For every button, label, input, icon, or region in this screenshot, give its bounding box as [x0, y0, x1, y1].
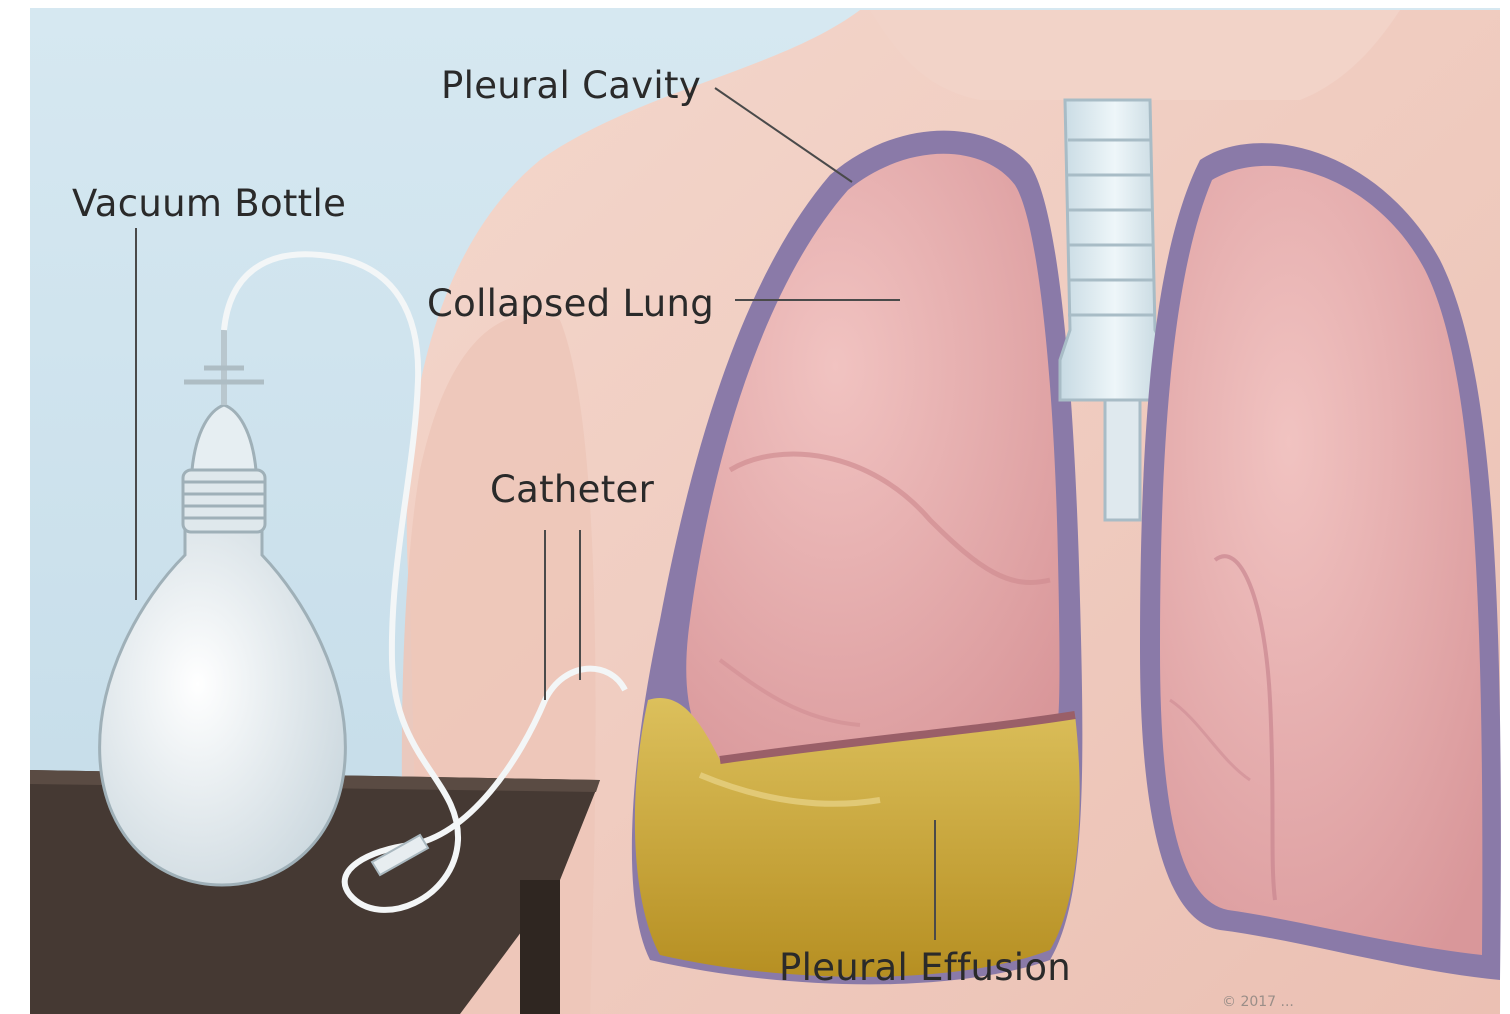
label-pleural-cavity: Pleural Cavity — [441, 64, 701, 107]
label-vacuum-bottle: Vacuum Bottle — [72, 182, 346, 225]
label-catheter: Catheter — [490, 468, 654, 511]
copyright-credit: © 2017 ... — [1222, 994, 1294, 1010]
label-collapsed-lung: Collapsed Lung — [427, 282, 714, 325]
bottle-neck — [183, 470, 265, 532]
table-leg — [520, 880, 560, 1014]
label-pleural-effusion: Pleural Effusion — [779, 946, 1071, 989]
